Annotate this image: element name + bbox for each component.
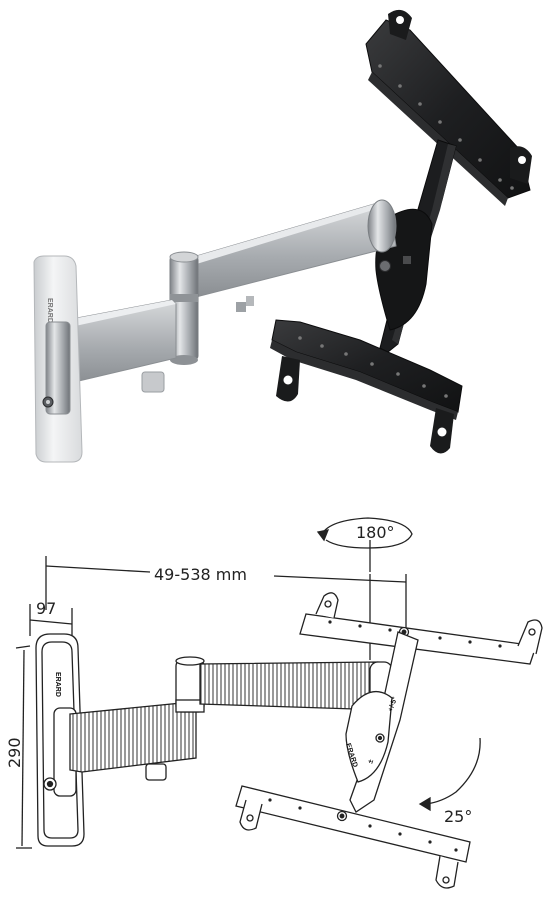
bracket-mark-2: ± bbox=[367, 759, 375, 765]
extension-label: 49-538 mm bbox=[154, 565, 247, 584]
product-photo: ERARD bbox=[33, 9, 532, 463]
tv-bracket bbox=[270, 9, 532, 454]
wall-plate-brand: ERARD bbox=[46, 298, 53, 323]
extension-dimension: 49-538 mm bbox=[45, 556, 407, 660]
width-label: 97 bbox=[36, 599, 56, 618]
rotation-label: 180° bbox=[356, 523, 395, 542]
drawing-tv-bracket: ERARD +/-5° ± bbox=[235, 592, 543, 889]
height-dimension: 290 bbox=[5, 645, 32, 849]
drawing-elbow bbox=[175, 656, 205, 713]
drawing-wall-plate: ERARD bbox=[35, 633, 85, 847]
drawing-wall-brand: ERARD bbox=[54, 672, 61, 697]
height-label: 290 bbox=[5, 737, 24, 768]
drawing-lower-arm bbox=[69, 701, 197, 781]
rotation-indicator: 180° bbox=[316, 517, 413, 572]
tilt-label: 25° bbox=[444, 807, 472, 826]
width-dimension: 97 bbox=[29, 599, 73, 636]
upper-arm bbox=[175, 199, 397, 312]
line-drawing: 180° 49-538 mm 97 290 bbox=[5, 517, 543, 889]
wall-plate: ERARD bbox=[33, 255, 83, 463]
tilt-indicator: 25° bbox=[418, 737, 481, 826]
